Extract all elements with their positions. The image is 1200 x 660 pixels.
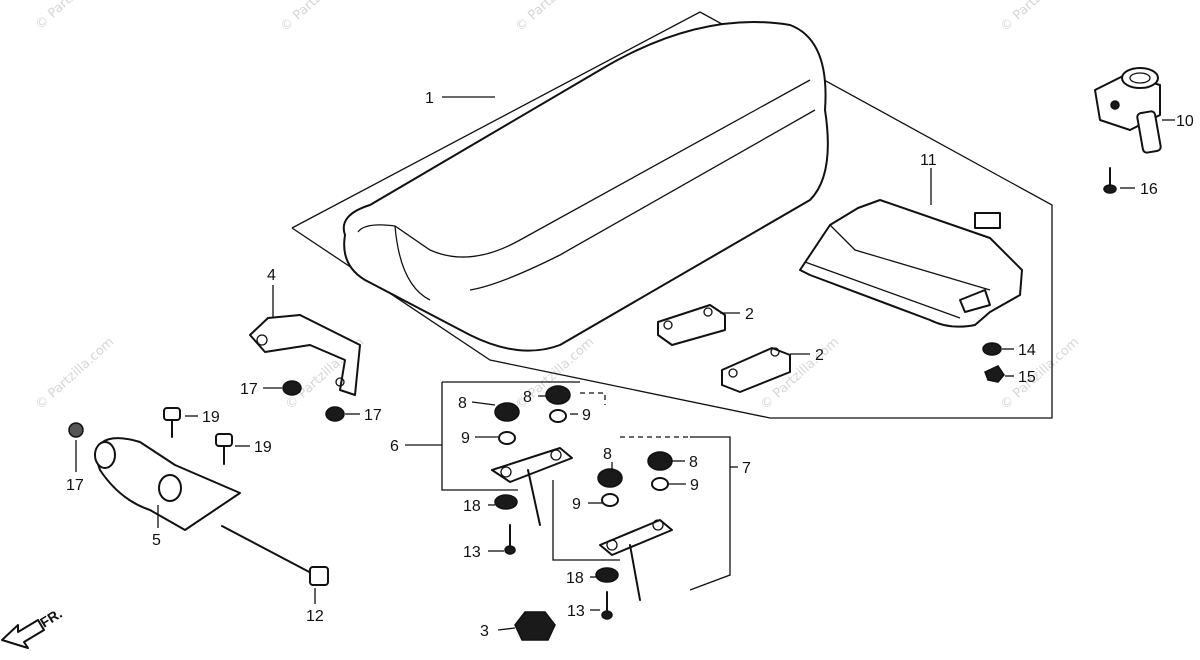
callout-18-b: 18 — [566, 570, 584, 587]
nut-15 — [984, 365, 1005, 383]
callout-9-b: 9 — [461, 430, 470, 447]
watermark-2: © Partzilla.com — [278, 0, 363, 35]
nut-17-c — [68, 422, 84, 438]
washer-18-b — [595, 567, 619, 583]
callout-8-b: 8 — [523, 389, 532, 406]
collar-9-d — [651, 477, 669, 491]
front-arrow-icon — [1, 619, 45, 649]
callout-16: 16 — [1140, 181, 1158, 198]
seat-assembly-outline — [291, 11, 1053, 419]
nut-17-a — [282, 380, 302, 396]
seat-tray-part — [799, 199, 1023, 328]
nut-17-b — [325, 406, 345, 422]
bolt-19-b — [215, 433, 233, 465]
callout-13-a: 13 — [463, 544, 481, 561]
callout-9-a: 9 — [582, 407, 591, 424]
callout-17-c: 17 — [66, 477, 84, 494]
callout-12: 12 — [306, 608, 324, 625]
bolt-13-a — [504, 524, 516, 555]
collar-9-a — [498, 431, 516, 445]
seat-latch-part — [1094, 67, 1162, 154]
grommet-8-c — [597, 468, 623, 488]
collar-9-c — [601, 493, 619, 507]
callout-8-d: 8 — [689, 454, 698, 471]
washer-18-a — [494, 494, 518, 510]
watermark-5: © Partzilla.com — [33, 335, 118, 413]
callout-11: 11 — [920, 152, 937, 169]
cushion-2-upper — [657, 304, 726, 346]
callout-8-c: 8 — [603, 446, 612, 463]
bolt-12 — [221, 525, 329, 586]
front-indicator: FR. — [1, 605, 65, 649]
group-7-box — [552, 480, 620, 561]
group-6-box — [441, 382, 518, 491]
tray-latch-plate — [974, 212, 1001, 229]
callout-17-a: 17 — [240, 381, 258, 398]
watermark-3: © Partzilla.com — [513, 0, 598, 35]
seat-part — [342, 21, 829, 352]
grommet-8-b — [545, 385, 571, 405]
callout-13-b: 13 — [567, 603, 585, 620]
leader-lines — [75, 96, 1175, 631]
hinge-plate-part — [94, 437, 241, 531]
callout-10: 10 — [1176, 113, 1194, 130]
callout-15: 15 — [1018, 369, 1036, 386]
callout-1: 1 — [425, 90, 434, 107]
callout-14: 14 — [1018, 342, 1036, 359]
callout-9-c: 9 — [572, 496, 581, 513]
callout-2-upper: 2 — [745, 306, 754, 323]
cushion-2-lower — [721, 347, 791, 393]
bolt-19-a — [163, 407, 181, 438]
callout-19-a: 19 — [202, 409, 220, 426]
watermark-4: © Partzilla.com — [998, 0, 1083, 35]
bolt-13-b — [601, 591, 613, 620]
cap-nut-3 — [514, 611, 556, 641]
collar-9-b — [549, 409, 567, 423]
callout-5: 5 — [152, 532, 161, 549]
callout-17-b: 17 — [364, 407, 382, 424]
callout-labels: 1 11 10 16 2 2 4 17 17 17 19 19 5 12 6 7… — [66, 90, 1194, 640]
callout-19-b: 19 — [254, 439, 272, 456]
callout-9-d: 9 — [690, 477, 699, 494]
callout-8-a: 8 — [458, 395, 467, 412]
callout-4: 4 — [267, 267, 276, 284]
callout-2-lower: 2 — [815, 347, 824, 364]
watermark-1: © Partzilla.com — [33, 0, 118, 33]
grommet-8-a — [494, 402, 520, 422]
grommet-8-d — [647, 451, 673, 471]
hinge-bracket-7 — [599, 519, 673, 601]
callout-3: 3 — [480, 623, 489, 640]
hinge-bracket-6 — [491, 447, 573, 526]
callout-18-a: 18 — [463, 498, 481, 515]
bracket-part — [249, 314, 361, 396]
callout-7: 7 — [742, 460, 751, 477]
watermark-9: © Partzilla.com — [998, 335, 1083, 413]
callout-6: 6 — [390, 438, 399, 455]
bolt-16 — [1103, 167, 1117, 194]
nut-14 — [982, 342, 1002, 356]
